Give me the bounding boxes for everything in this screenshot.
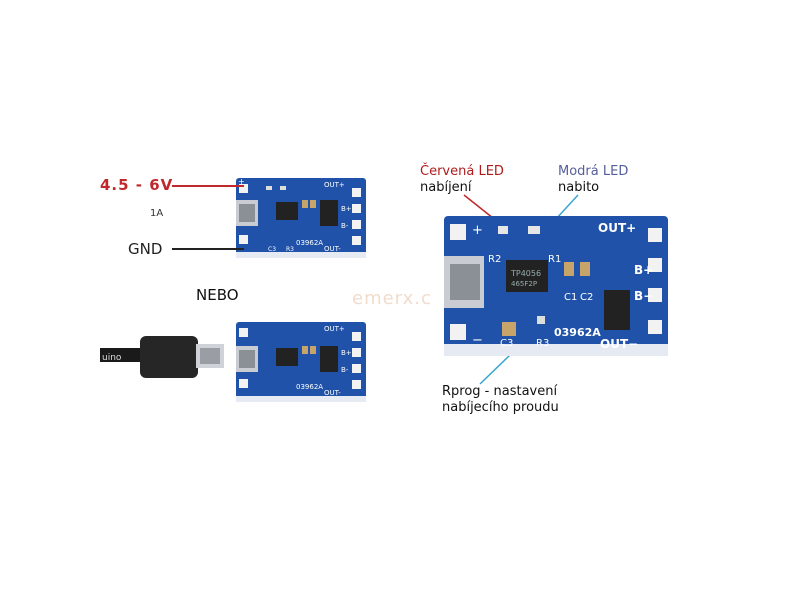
blue-led-desc: nabito xyxy=(558,180,600,195)
input-current-label: 1A xyxy=(150,208,164,219)
svg-text:−: − xyxy=(472,333,483,348)
charger-board-small-bottom: OUT+ B+ B- OUT- 03962A xyxy=(236,322,366,402)
svg-text:OUT-: OUT- xyxy=(324,245,341,253)
svg-text:03962A: 03962A xyxy=(296,239,323,247)
svg-text:B+: B+ xyxy=(634,263,653,277)
input-voltage-label: 4.5 - 6V xyxy=(100,176,174,194)
svg-text:+: + xyxy=(238,178,245,186)
red-led-title: Červená LED xyxy=(420,164,504,179)
svg-text:R3: R3 xyxy=(286,246,294,253)
svg-text:C2: C2 xyxy=(580,292,593,303)
svg-text:C1: C1 xyxy=(564,292,577,303)
svg-text:OUT+: OUT+ xyxy=(324,325,345,333)
svg-text:03962A: 03962A xyxy=(554,326,601,339)
gnd-label: GND xyxy=(128,240,163,258)
charger-board-small-top: OUT+ B+ B- OUT- 03962A C3 R3 + xyxy=(236,178,366,258)
chip-label: TP4056 xyxy=(510,269,541,278)
svg-text:OUT−: OUT− xyxy=(600,337,638,351)
svg-text:R2: R2 xyxy=(488,254,501,265)
board-code-label: OUT+ xyxy=(324,181,345,189)
svg-text:B-: B- xyxy=(341,222,349,230)
red-led-desc: nabíjení xyxy=(420,180,472,195)
blue-led xyxy=(528,226,540,234)
svg-text:03962A: 03962A xyxy=(296,383,323,391)
watermark: emerx.c xyxy=(352,288,432,309)
svg-text:B+: B+ xyxy=(341,349,352,357)
svg-text:B-: B- xyxy=(341,366,349,374)
svg-text:OUT-: OUT- xyxy=(324,389,341,397)
svg-text:+: + xyxy=(472,223,483,238)
svg-text:C3: C3 xyxy=(500,338,513,349)
svg-text:B−: B− xyxy=(634,289,653,303)
svg-text:R1: R1 xyxy=(548,254,561,265)
or-label: NEBO xyxy=(196,286,239,304)
red-led xyxy=(498,226,508,234)
charger-board-large: TP4056 465F2P OUT+ B+ B− OUT− 03962A R2 … xyxy=(444,216,668,356)
svg-text:C3: C3 xyxy=(268,246,276,253)
svg-text:OUT+: OUT+ xyxy=(598,221,636,235)
svg-text:B+: B+ xyxy=(341,205,352,213)
rprog-resistor xyxy=(537,316,545,324)
micro-usb-cable: uino xyxy=(100,336,224,378)
svg-text:465F2P: 465F2P xyxy=(511,280,537,288)
svg-text:R3: R3 xyxy=(536,338,549,349)
cable-text: uino xyxy=(102,353,122,363)
rprog-line1: Rprog - nastavení xyxy=(442,384,558,399)
blue-led-title: Modrá LED xyxy=(558,164,629,179)
rprog-line2: nabíjecího proudu xyxy=(442,400,559,415)
